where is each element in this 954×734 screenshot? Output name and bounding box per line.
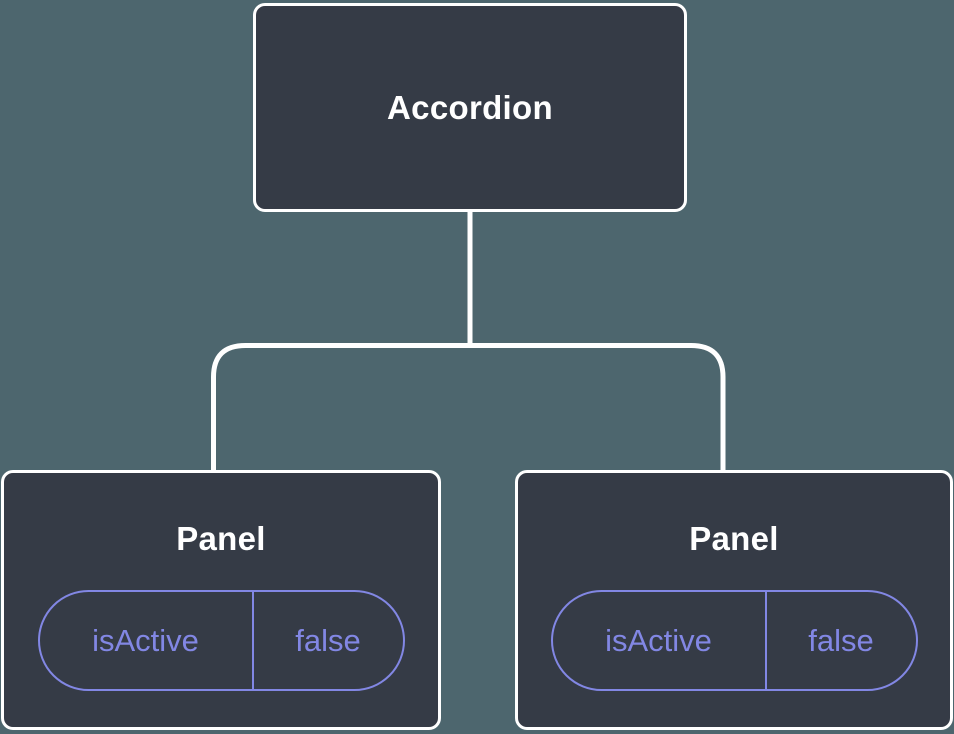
state-pill: isActive false bbox=[550, 590, 918, 691]
tree-node-panel-left: Panel isActive false bbox=[1, 470, 441, 730]
state-pill: isActive false bbox=[37, 590, 405, 691]
state-value-label: false bbox=[251, 592, 403, 689]
tree-node-panel-right: Panel isActive false bbox=[515, 470, 953, 730]
tree-node-accordion: Accordion bbox=[253, 3, 687, 212]
panel-node-label: Panel bbox=[176, 520, 266, 557]
panel-node-label: Panel bbox=[689, 520, 779, 557]
accordion-node-label: Accordion bbox=[387, 88, 553, 126]
state-key-label: isActive bbox=[92, 622, 199, 658]
branch-connector bbox=[211, 343, 726, 472]
state-key-label: isActive bbox=[605, 622, 712, 658]
state-value-label: false bbox=[764, 592, 916, 689]
